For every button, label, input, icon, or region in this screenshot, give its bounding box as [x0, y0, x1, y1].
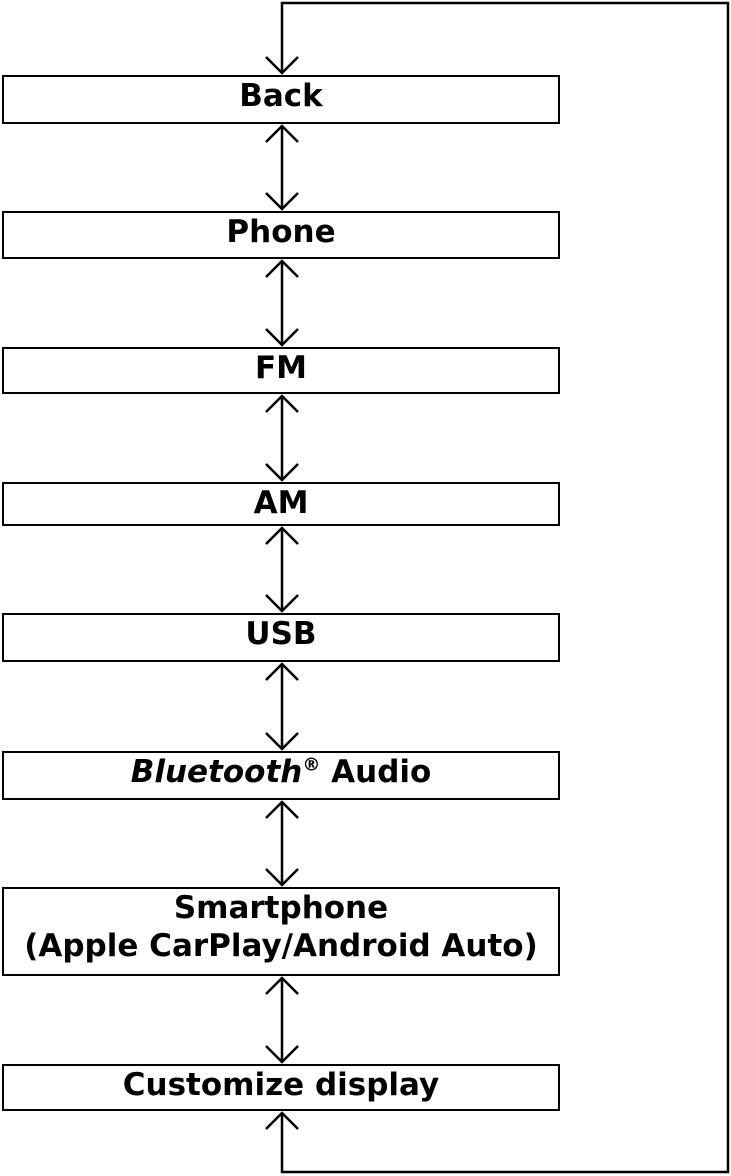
arrow-smartphone-customize [265, 976, 299, 1064]
loop-arrowhead-down [265, 56, 299, 75]
box-label-bluetooth-audio: Bluetooth® Audio [131, 753, 432, 791]
loop-return-line [265, 1, 730, 1174]
menu-box-phone: Phone [2, 211, 560, 259]
bluetooth-audio-suffix: Audio [320, 754, 432, 790]
menu-box-fm: FM [2, 347, 560, 394]
menu-box-usb: USB [2, 613, 560, 662]
arrow-back-phone [265, 124, 299, 211]
arrow-phone-fm [265, 259, 299, 347]
loop-arrowhead-up [265, 1111, 299, 1130]
menu-box-bluetooth-audio: Bluetooth® Audio [2, 751, 560, 800]
box-label-smartphone-line1: Smartphone [173, 890, 389, 926]
box-label-back: Back [239, 78, 323, 114]
box-label-customize-display: Customize display [122, 1067, 440, 1103]
box-label-smartphone-line2: (Apple CarPlay/Android Auto) [24, 928, 538, 964]
menu-box-smartphone: Smartphone (Apple CarPlay/Android Auto) [2, 887, 560, 976]
arrow-usb-bluetooth [265, 662, 299, 751]
arrow-bluetooth-smartphone [265, 800, 299, 887]
menu-box-back: Back [2, 75, 560, 124]
box-label-am: AM [253, 485, 309, 521]
registered-mark: ® [302, 754, 321, 776]
arrow-am-usb [265, 526, 299, 613]
box-label-usb: USB [245, 616, 317, 652]
arrow-fm-am [265, 394, 299, 482]
menu-box-customize-display: Customize display [2, 1064, 560, 1111]
box-label-phone: Phone [226, 214, 336, 250]
bluetooth-brand-text: Bluetooth [130, 754, 303, 790]
menu-box-am: AM [2, 482, 560, 526]
box-label-fm: FM [254, 350, 308, 386]
bidirectional-arrows [265, 124, 299, 1064]
